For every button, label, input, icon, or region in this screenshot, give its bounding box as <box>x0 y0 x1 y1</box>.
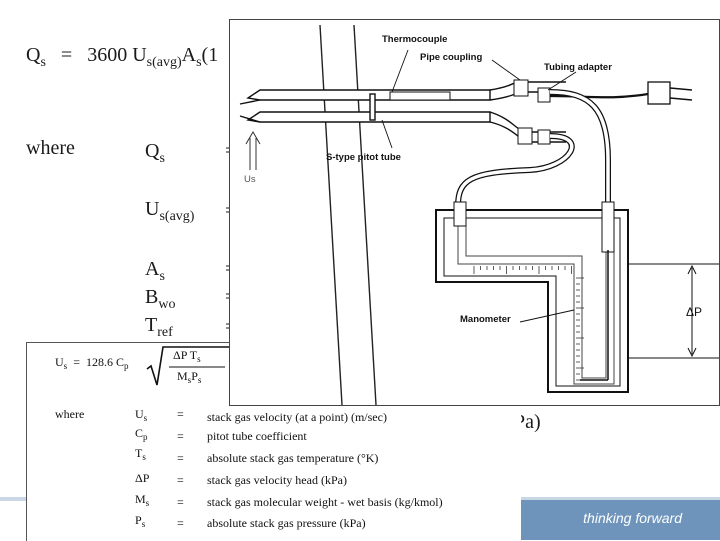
u-sub: s(avg) <box>146 55 182 70</box>
tubing-adapter-lower <box>537 129 551 145</box>
row-ms-eq: = <box>177 495 184 509</box>
sqrt-symbol <box>146 346 233 386</box>
stack-wall-left <box>319 24 343 406</box>
delta-p-dimension <box>628 263 719 359</box>
q-sub: s <box>40 55 46 70</box>
u-symbol: U <box>132 44 147 66</box>
label-flow: Us <box>244 174 256 185</box>
equals-sign: = <box>60 44 73 66</box>
manometer-body <box>435 201 629 393</box>
label-tubing-adapter: Tubing adapter <box>544 62 612 73</box>
manometer-scale <box>473 266 584 381</box>
label-thermocouple: Thermocouple <box>382 34 447 45</box>
tagline: thinking forward <box>583 510 682 526</box>
var-bwo: Bwo <box>145 286 176 312</box>
diagram-svg: Thermocouple Pipe coupling Tubing adapte… <box>239 24 719 406</box>
row-ms-desc: stack gas molecular weight - wet basis (… <box>207 495 443 509</box>
row-ts-eq: = <box>177 451 184 465</box>
sqrt-denominator: MsPs <box>177 369 202 385</box>
paren-fragment: (1 <box>201 44 219 66</box>
row-us-desc: stack gas velocity (at a point) (m/sec) <box>207 410 387 424</box>
row-ps-sym: Ps <box>135 513 146 529</box>
velocity-where: where <box>55 407 85 421</box>
label-pitot-tube: S-type pitot tube <box>326 152 401 163</box>
var-as: As <box>145 258 165 284</box>
var-tref: Tref <box>145 314 173 340</box>
row-dp-sym: ΔP <box>135 471 150 485</box>
flow-arrow <box>245 131 261 170</box>
tubing-right <box>549 89 611 206</box>
row-dp-desc: stack gas velocity head (kPa) <box>207 473 347 487</box>
label-delta-p: ΔP <box>686 305 702 319</box>
pitot-manometer-diagram: Thermocouple Pipe coupling Tubing adapte… <box>229 19 720 406</box>
row-cp-sym: Cp <box>135 426 148 442</box>
row-dp-eq: = <box>177 473 184 487</box>
pitot-probe <box>239 81 566 143</box>
pipe-coupling-upper <box>513 79 529 97</box>
label-pipe-coupling: Pipe coupling <box>420 52 482 63</box>
footer-band <box>518 500 720 540</box>
row-ps-eq: = <box>177 516 184 530</box>
label-manometer: Manometer <box>460 314 511 325</box>
q-symbol: Q <box>26 44 41 66</box>
row-ts-sym: Ts <box>135 446 146 462</box>
thermocouple-cable <box>549 92 649 99</box>
row-ms-sym: Ms <box>135 492 150 508</box>
row-cp-eq: = <box>177 429 184 443</box>
row-us-sym: Us <box>135 407 148 423</box>
thermocouple-plug <box>647 81 671 105</box>
a-sub: s <box>196 55 202 70</box>
coefficient: 3600 <box>87 44 128 66</box>
row-ts-desc: absolute stack gas temperature (°K) <box>207 451 379 465</box>
row-cp-desc: pitot tube coefficient <box>207 429 307 443</box>
var-qs: Qs <box>145 140 165 166</box>
row-ps-desc: absolute stack gas pressure (kPa) <box>207 516 366 530</box>
row-us-eq: = <box>177 407 184 421</box>
flow-rate-equation: Qs = 3600 Us(avg)As(1 <box>26 44 218 71</box>
where-label: where <box>26 137 75 159</box>
a-symbol: A <box>181 44 197 66</box>
sqrt-numerator: ΔP Ts <box>173 348 201 364</box>
velocity-lhs: Us = 128.6 Cp <box>55 355 129 371</box>
stack-wall-right <box>353 24 377 406</box>
var-usavg: Us(avg) <box>145 198 195 224</box>
pipe-coupling-lower <box>517 127 533 145</box>
